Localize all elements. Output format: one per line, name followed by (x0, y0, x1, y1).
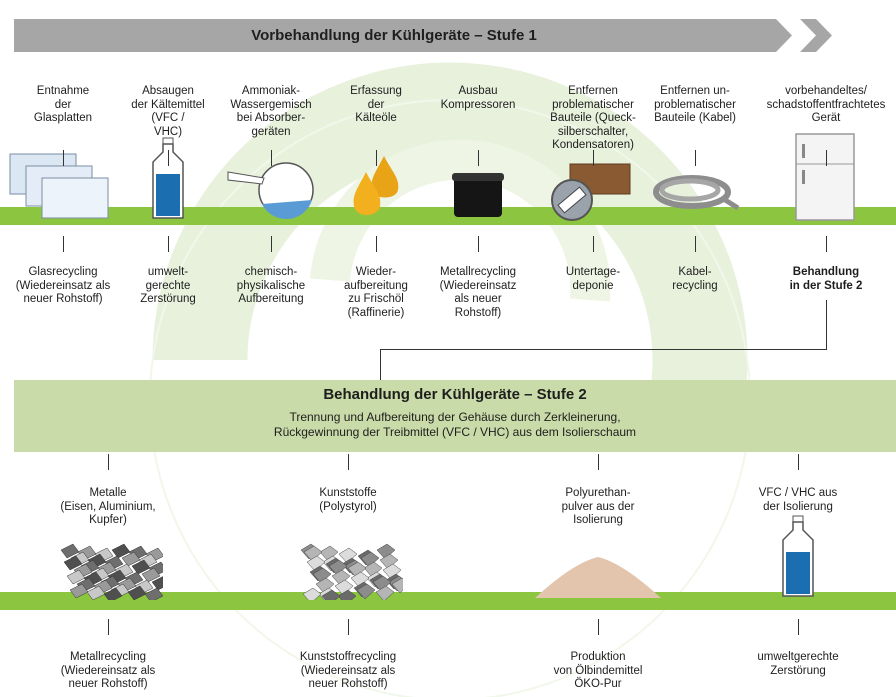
stage1-step-5-result: Metallrecycling (Wiedereinsatz als neuer… (439, 266, 517, 319)
stage2-step-4-label: VFC / VHC aus der Isolierung (758, 487, 838, 513)
stage2-step-4-tick-bottom (798, 619, 799, 635)
stage2-step-4-result: umweltgerechte Zerstörung (757, 651, 839, 677)
stage1-step-2-result: umwelt- gerechte Zerstörung (140, 266, 196, 305)
stage1-step-8-tick-top (826, 150, 827, 166)
connector-horizontal (380, 349, 827, 350)
stage1-step-4-result: Wieder- aufbereitung zu Frischöl (Raffin… (344, 266, 408, 319)
stage1-title: Vorbehandlung der Kühlgeräte – Stufe 1 (251, 27, 537, 44)
plastic-scrap-icon (293, 530, 411, 606)
stage1-step-7-tick-top (695, 150, 696, 166)
stage1-step-3-tick-top (271, 150, 272, 166)
stage1-step-6-result: Untertage- deponie (565, 266, 621, 292)
flask-icon (226, 152, 316, 227)
stage1-step-1-label: Entnahme der Glasplatten (33, 85, 93, 124)
stage1-step-4-tick-top (376, 150, 377, 166)
stage1-step-6-label: Entfernen problematischer Bauteile (Quec… (550, 85, 636, 151)
stage1-step-7-tick-bottom (695, 236, 696, 252)
stage1-step-2-tick-bottom (168, 236, 169, 252)
stage1-step-5-tick-bottom (478, 236, 479, 252)
stage2-step-2-tick-top (348, 454, 349, 470)
fridge-icon (794, 132, 858, 227)
stage1-step-4-tick-bottom (376, 236, 377, 252)
compressor-icon (448, 167, 508, 227)
stage2-title: Behandlung der Kühlgeräte – Stufe 2 (323, 386, 587, 403)
cable-icon (650, 162, 740, 227)
oil-drops-icon (346, 152, 406, 227)
stage1-step-1-tick-bottom (63, 236, 64, 252)
stage2-step-4-tick-top (798, 454, 799, 470)
stage1-step-3-result: chemisch- physikalische Aufbereitung (236, 266, 306, 305)
stage1-step-1-tick-top (63, 150, 64, 166)
stage2-step-1-label: Metalle (Eisen, Aluminium, Kupfer) (60, 487, 156, 526)
stage2-green-line (0, 592, 896, 610)
stage2-step-3-label: Polyurethan- pulver aus der Isolierung (561, 487, 635, 526)
stage2-step-2-label: Kunststoffe (Polystyrol) (319, 487, 377, 513)
stage2-step-3-tick-bottom (598, 619, 599, 635)
stage1-header-bar (14, 19, 774, 52)
stage1-step-3-tick-bottom (271, 236, 272, 252)
glass-plates-icon (8, 152, 118, 227)
refrigerant-bottle-icon (148, 136, 188, 227)
stage2-step-1-result: Metallrecycling (Wiedereinsatz als neuer… (60, 651, 156, 690)
stage1-step-7-label: Entfernen un- problematischer Bauteile (… (654, 85, 736, 124)
powder-pile-icon (533, 555, 663, 605)
stage1-step-6-tick-bottom (593, 236, 594, 252)
stage1-step-2-label: Absaugen der Kältemittel (VFC / VHC) (131, 85, 205, 138)
stage1-step-4-label: Erfassung der Kälteöle (350, 85, 402, 124)
stage1-step-2-tick-top (168, 150, 169, 166)
connector-drop (380, 349, 381, 380)
stage1-step-3-label: Ammoniak- Wassergemisch bei Absorber- ge… (230, 85, 312, 138)
connector-vertical (826, 300, 827, 350)
stage1-step-6-tick-top (593, 150, 594, 166)
stage2-header-band (14, 380, 896, 452)
stage1-step-1-result: Glasrecycling (Wiedereinsatz als neuer R… (15, 266, 111, 305)
refrigerant-bottle-icon (778, 514, 818, 605)
stage1-step-7-result: Kabel- recycling (672, 266, 718, 292)
chevron-arrow-icon (760, 19, 832, 52)
stage1-step-8-tick-bottom (826, 236, 827, 252)
stage1-step-8-result: Behandlung in der Stufe 2 (789, 266, 863, 292)
stage2-step-2-tick-bottom (348, 619, 349, 635)
stage2-step-1-tick-top (108, 454, 109, 470)
stage2-step-3-result: Produktion von Ölbindemittel ÖKO-Pur (553, 651, 643, 690)
stage1-step-8-label: vorbehandeltes/ schadstoffentfrachtetes … (766, 85, 886, 124)
stage2-step-1-tick-bottom (108, 619, 109, 635)
stage2-step-3-tick-top (598, 454, 599, 470)
mercury-switch-icon (548, 162, 638, 227)
stage2-step-2-result: Kunststoffrecycling (Wiedereinsatz als n… (299, 651, 397, 690)
stage1-green-line (0, 207, 896, 225)
stage1-step-5-label: Ausbau Kompressoren (440, 85, 516, 111)
stage2-subtitle: Trennung und Aufbereitung der Gehäuse du… (273, 410, 637, 439)
stage1-step-5-tick-top (478, 150, 479, 166)
metal-scrap-icon (53, 530, 171, 605)
